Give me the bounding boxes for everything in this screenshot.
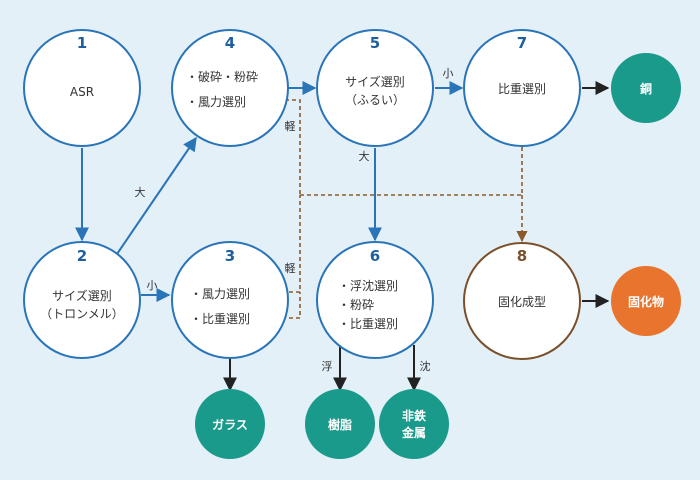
output-label: 非鉄 — [402, 408, 426, 423]
node-label: （ふるい） — [345, 93, 405, 107]
process-node-5: 5 サイズ選別 （ふるい） — [316, 29, 434, 147]
node-label: ・比重選別 — [338, 317, 398, 331]
output-glass: ガラス — [195, 389, 265, 459]
node-number: 8 — [517, 247, 527, 265]
node-label: サイズ選別 — [345, 74, 405, 89]
node-label: ・風力選別 — [190, 287, 250, 301]
node-number: 7 — [517, 34, 527, 52]
output-solidified: 固化物 — [611, 266, 681, 336]
output-label: 樹脂 — [328, 417, 352, 432]
edge-label-light: 軽 — [285, 262, 296, 275]
main-flow-arrows — [75, 81, 464, 302]
edge-label-sink: 沈 — [420, 359, 431, 373]
output-label: 金属 — [401, 425, 426, 440]
process-node-3: 3 ・風力選別 ・比重選別 — [171, 241, 289, 359]
process-node-2: 2 サイズ選別 （トロンメル） — [23, 241, 141, 359]
edge-label-light: 軽 — [285, 120, 296, 133]
node-label: ASR — [70, 85, 94, 99]
node-number: 3 — [225, 247, 235, 265]
node-number: 4 — [225, 34, 235, 52]
output-resin: 樹脂 — [305, 389, 375, 459]
process-node-7: 7 比重選別 — [463, 29, 581, 147]
node-number: 2 — [77, 247, 87, 265]
dashed-line-4-light — [285, 99, 301, 195]
process-node-4: 4 ・破砕・粉砕 ・風力選別 — [171, 29, 289, 147]
output-label: 固化物 — [628, 294, 664, 309]
node-label: サイズ選別 — [52, 288, 112, 303]
edge-label-large: 大 — [359, 149, 370, 163]
process-node-6: 6 ・浮沈選別 ・粉砕 ・比重選別 — [316, 241, 434, 359]
edge-label-large: 大 — [135, 185, 146, 199]
node-number: 5 — [370, 34, 380, 52]
node-label: ・風力選別 — [186, 95, 246, 109]
output-copper: 銅 — [611, 53, 681, 123]
edge-label-float: 浮 — [322, 360, 333, 373]
output-nonferrous: 非鉄 金属 — [379, 389, 449, 459]
edge-label-small: 小 — [147, 279, 158, 292]
node-label: ・粉砕 — [338, 297, 374, 312]
process-node-8: 8 固化成型 — [463, 242, 581, 360]
node-number: 1 — [77, 34, 87, 52]
edge-label-small: 小 — [443, 67, 454, 80]
arrow-2-to-4 — [116, 136, 197, 255]
node-label: 比重選別 — [498, 82, 546, 96]
node-label: （トロンメル） — [40, 307, 124, 321]
output-label: 銅 — [639, 81, 652, 96]
node-label: 固化成型 — [498, 295, 546, 309]
node-label: ・破砕・粉砕 — [186, 69, 258, 84]
output-label: ガラス — [212, 417, 248, 432]
node-label: ・浮沈選別 — [338, 278, 398, 293]
node-label: ・比重選別 — [190, 312, 250, 326]
process-node-1: 1 ASR — [23, 29, 141, 147]
node-number: 6 — [370, 247, 380, 265]
